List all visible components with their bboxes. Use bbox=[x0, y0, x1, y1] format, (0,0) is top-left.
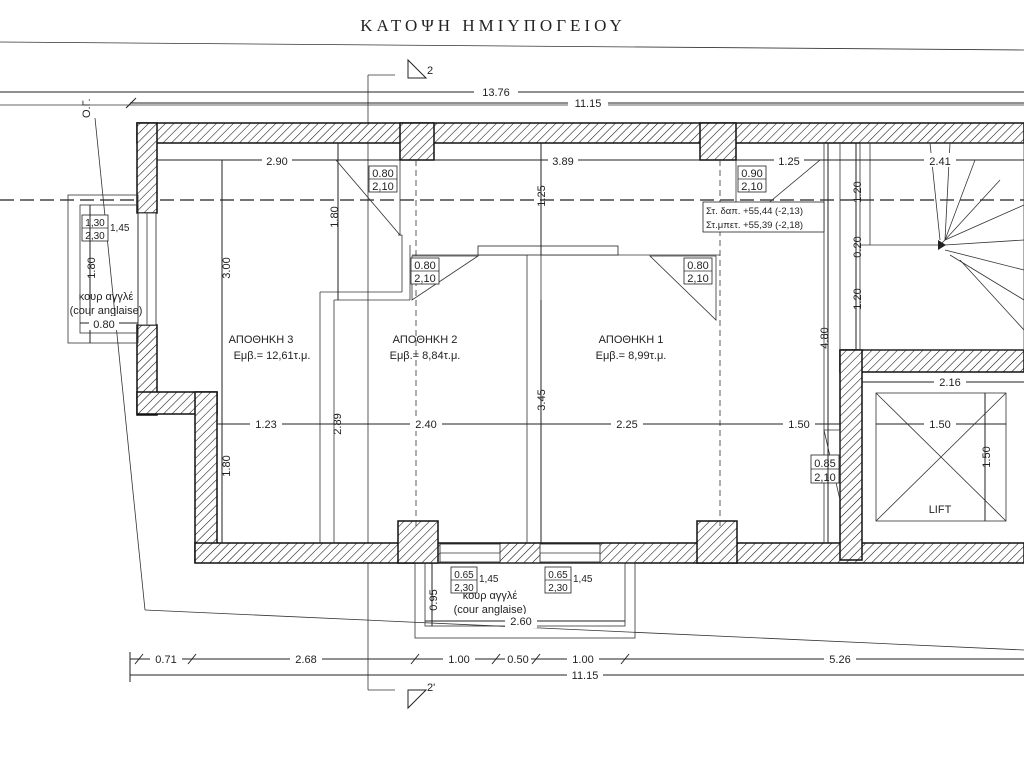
window-1-a: 1,30 bbox=[85, 218, 105, 229]
dim-2-41: 2.41 bbox=[929, 156, 950, 168]
walls bbox=[136, 122, 1024, 564]
plan-title: ΚΑΤΟΨΗ ΗΜΙΥΠΟΓΕΙΟΥ bbox=[360, 16, 626, 35]
window-3-c: 1,45 bbox=[573, 574, 593, 585]
dim-1-80-left-lower: 1.80 bbox=[221, 455, 233, 476]
dim-1-80-partition: 1.80 bbox=[329, 206, 341, 227]
dim-2-68: 2.68 bbox=[295, 654, 316, 666]
lift-shaft bbox=[875, 392, 1007, 522]
dim-top-inner: 11.15 bbox=[575, 98, 602, 110]
door-2-width: 0.80 bbox=[414, 260, 435, 272]
property-line-bottom bbox=[144, 609, 1024, 651]
dim-3-45: 3.45 bbox=[536, 389, 548, 410]
dim-2-40: 2.40 bbox=[415, 419, 436, 431]
dim-1-25-horizontal: 1.25 bbox=[778, 156, 799, 168]
bottom-dimension-labels: 0.71 2.68 1.00 0.50 1.00 5.26 11.15 bbox=[150, 652, 856, 682]
og-label: Ο.Γ. bbox=[81, 98, 93, 118]
dim-4-80: 4.80 bbox=[819, 327, 831, 348]
dim-1-50-lift-horizontal: 1.50 bbox=[929, 419, 950, 431]
section-label-top: 2 bbox=[427, 65, 433, 77]
door-3-width: 0.80 bbox=[687, 260, 708, 272]
dim-1-50-lift-vertical: 1.50 bbox=[981, 446, 993, 467]
dim-0-80-cour-left: 0.80 bbox=[93, 319, 114, 331]
window-2-c: 1,45 bbox=[479, 574, 499, 585]
dim-tick bbox=[125, 97, 137, 109]
dim-0-50: 0.50 bbox=[507, 654, 528, 666]
door-4-height: 2,10 bbox=[741, 181, 762, 193]
window-1-b: 2,30 bbox=[85, 231, 105, 242]
room-area-store-3: Εμβ.= 12,61τ.μ. bbox=[234, 350, 311, 362]
lift-label: LIFT bbox=[929, 504, 952, 516]
cour-anglaise-left bbox=[67, 194, 139, 344]
level-box bbox=[702, 201, 825, 233]
cour-left-fr: (cour anglaise) bbox=[70, 305, 143, 317]
door-2-height: 2,10 bbox=[414, 273, 435, 285]
dim-1-00-first: 1.00 bbox=[448, 654, 469, 666]
staircase bbox=[859, 142, 1024, 351]
dim-3-89: 3.89 bbox=[552, 156, 573, 168]
dimension-labels: 2.90 3.89 1.25 2.41 3.00 1.80 1.80 1.25 … bbox=[86, 153, 993, 628]
dim-2-16: 2.16 bbox=[939, 377, 960, 389]
dim-2-60: 2.60 bbox=[510, 616, 531, 628]
lift-label-bg bbox=[918, 500, 962, 516]
door-1-width: 0.80 bbox=[372, 168, 393, 180]
dim-bg bbox=[568, 96, 608, 110]
section-marker-top bbox=[407, 58, 428, 79]
dim-0-71: 0.71 bbox=[155, 654, 176, 666]
room-area-store-1: Εμβ.= 8,99τ.μ. bbox=[596, 350, 667, 362]
room-name-store-1: ΑΠΟΘΗΚΗ 1 bbox=[599, 334, 664, 346]
dim-1-80-cour-left: 1.80 bbox=[86, 257, 98, 278]
level-floor: Στ.μπετ. +55,39 (-2,18) bbox=[706, 220, 803, 231]
window-2-a: 0.65 bbox=[454, 570, 474, 581]
room-name-store-2: ΑΠΟΘΗΚΗ 2 bbox=[393, 334, 458, 346]
dim-2-25: 2.25 bbox=[616, 419, 637, 431]
door-3-height: 2,10 bbox=[687, 273, 708, 285]
dim-1-20-lower: 1.20 bbox=[852, 288, 864, 309]
window-3-a: 0.65 bbox=[548, 570, 568, 581]
window-3-b: 2,30 bbox=[548, 583, 568, 594]
dim-1-00-second: 1.00 bbox=[572, 654, 593, 666]
dim-1-50-corridor: 1.50 bbox=[788, 419, 809, 431]
room-area-store-2: Εμβ.= 8,84τ.μ. bbox=[390, 350, 461, 362]
dim-bg bbox=[474, 84, 518, 98]
dim-2-90: 2.90 bbox=[266, 156, 287, 168]
opening-labels: 0.80 2,10 0.80 2,10 0.80 2,10 0.90 2,10 … bbox=[81, 165, 840, 594]
section-label-bottom: 2' bbox=[427, 682, 435, 694]
cour-left-gr: κουρ αγγλέ bbox=[79, 291, 134, 303]
room-name-store-3: ΑΠΟΘΗΚΗ 3 bbox=[229, 334, 294, 346]
door-1-height: 2,10 bbox=[372, 181, 393, 193]
cour-bottom-fr: (cour anglaise) bbox=[454, 604, 527, 616]
property-line-left bbox=[94, 117, 146, 611]
door-5-height: 2,10 bbox=[814, 472, 835, 484]
door-4-width: 0.90 bbox=[741, 168, 762, 180]
dim-1-20-upper: 1.20 bbox=[852, 181, 864, 202]
dim-1-23: 1.23 bbox=[255, 419, 276, 431]
dim-0-95: 0.95 bbox=[428, 589, 440, 610]
dim-2-89: 2.89 bbox=[332, 413, 344, 434]
title-underline bbox=[0, 41, 1024, 51]
window-2-b: 2,30 bbox=[454, 583, 474, 594]
level-roof: Στ. δαπ. +55,44 (-2,13) bbox=[706, 206, 803, 217]
dim-1-25-vertical: 1.25 bbox=[536, 185, 548, 206]
door-5-width: 0.85 bbox=[814, 458, 835, 470]
dim-11-15-bottom: 11.15 bbox=[572, 670, 599, 682]
dim-5-26: 5.26 bbox=[829, 654, 850, 666]
section-marker-bottom bbox=[407, 689, 428, 710]
dim-overall-top: 13.76 bbox=[482, 87, 510, 99]
dim-3-00: 3.00 bbox=[221, 257, 233, 278]
window-1-c: 1,45 bbox=[110, 223, 130, 234]
dim-0-20: 0.20 bbox=[852, 236, 864, 257]
